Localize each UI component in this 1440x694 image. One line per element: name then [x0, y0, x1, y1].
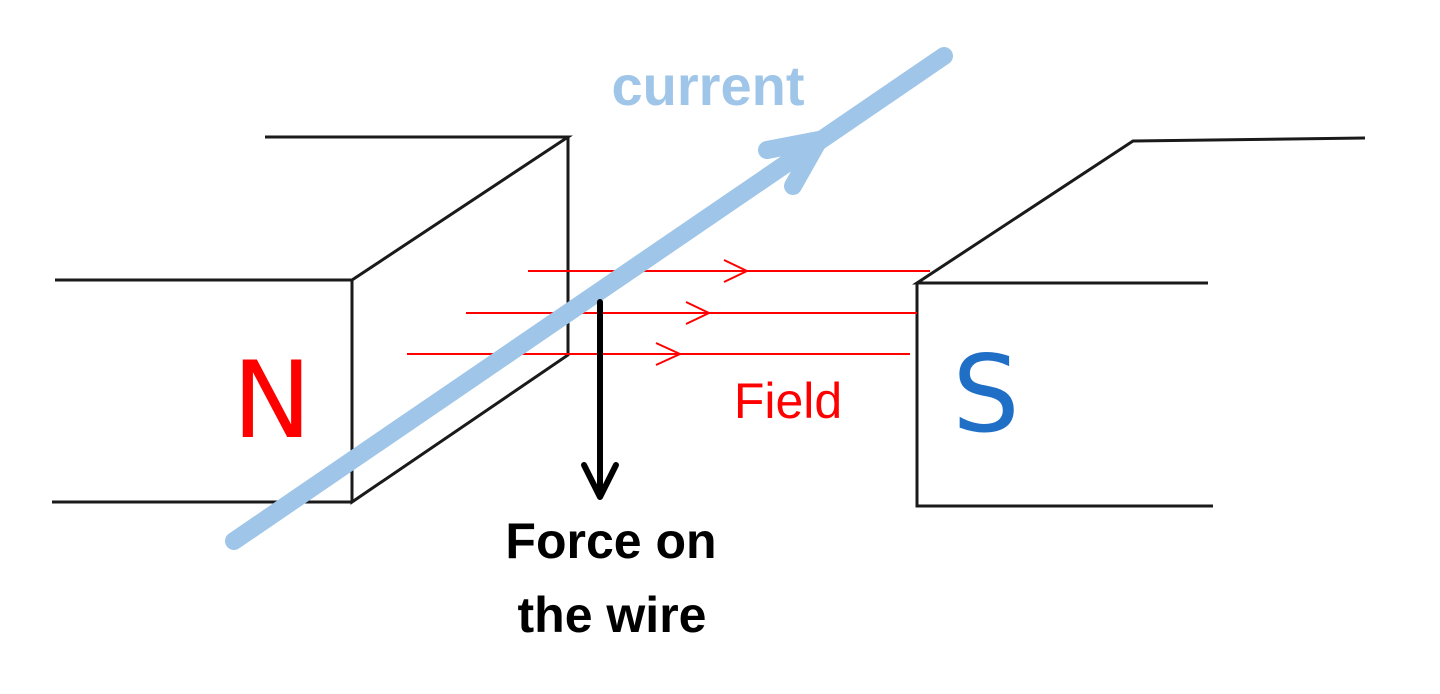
current-wire-line [225, 47, 953, 550]
south-magnet-front-face [915, 283, 1213, 508]
south-pole-label: S [952, 333, 1019, 456]
force-label-line1: Force on [505, 513, 716, 569]
field-arrowhead-bottom [655, 342, 683, 366]
current-arrowhead [758, 131, 828, 195]
force-label-line2: the wire [518, 587, 707, 643]
current-label: current [612, 54, 805, 117]
south-magnet-top-edge [911, 136, 1366, 285]
force-arrowhead [581, 462, 619, 500]
field-label: Field [734, 373, 842, 429]
field-arrowhead-top [723, 259, 750, 283]
field-arrowhead-middle [685, 301, 712, 325]
force-arrow [581, 299, 619, 500]
magnetic-field-lines [407, 259, 930, 366]
current-wire [225, 47, 953, 550]
north-magnet-top-edge [55, 135, 573, 282]
north-pole-label: N [232, 339, 311, 462]
north-magnet-front-face [350, 137, 570, 505]
south-magnet [911, 136, 1366, 508]
